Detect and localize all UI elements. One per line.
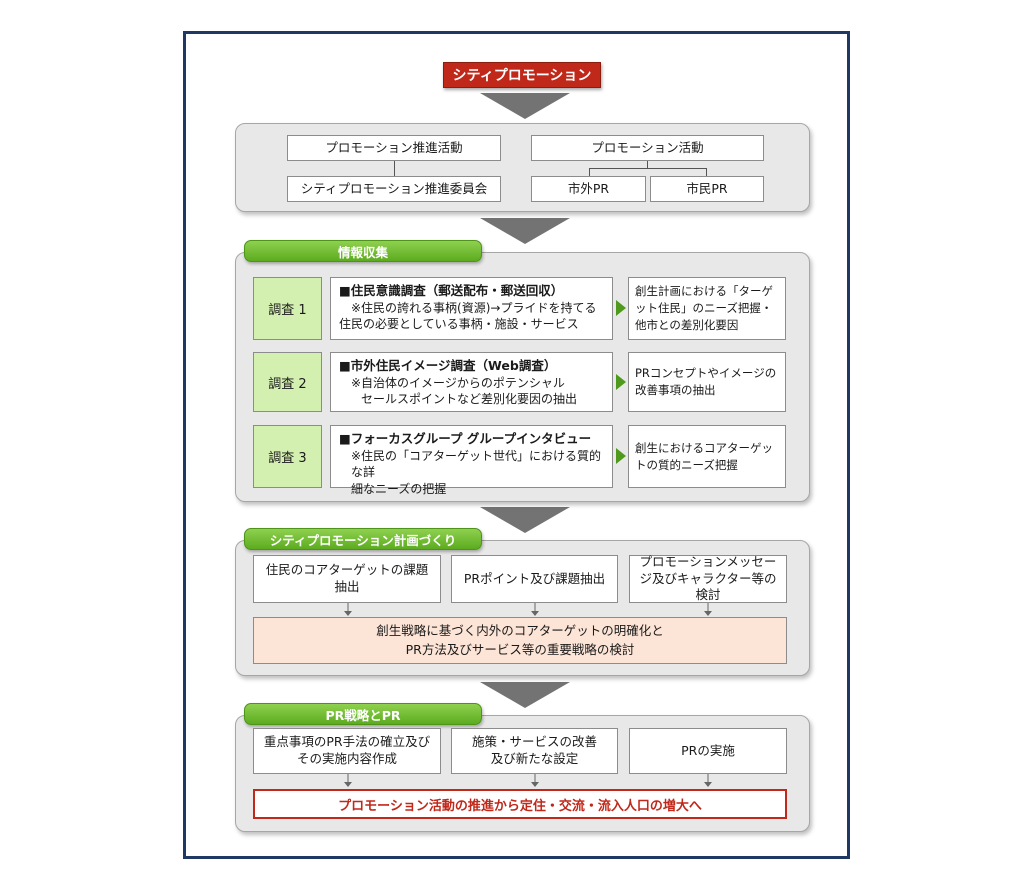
survey-3-result: 創生におけるコアターゲットの質的ニーズ把握 [628,425,786,488]
survey-3-description: ■フォーカスグループ グループインタビュー ※住民の「コアターゲット世代」におけ… [330,425,613,496]
small-down-arrow [344,603,352,616]
plan-summary-line-1: 創生戦略に基づく内外のコアターゲットの明確化と [376,623,664,639]
survey-1-note-2: 住民の必要としている事柄・施設・サービス [339,317,579,332]
small-down-arrow [344,774,352,787]
final-goal-bar: プロモーション活動の推進から定住・交流・流入人口の増大へ [253,789,787,819]
external-pr-box: 市外PR [531,176,646,202]
pr-box-3: PRの実施 [629,728,787,774]
down-arrow-1 [480,93,570,119]
survey-3-heading: ■フォーカスグループ グループインタビュー [339,431,592,446]
pr-box-1: 重点事項のPR手法の確立及びその実施内容作成 [253,728,441,774]
connector-line [589,168,590,176]
survey-2-note-2: セールスポイントなど差別化要因の抽出 [361,392,578,407]
down-arrow-4 [480,682,570,708]
survey-3-note-2: 細なニーズの把握 [351,482,447,497]
promotion-drive-box: プロモーション推進活動 [287,135,501,161]
stage4-tab: PR戦略とPR [244,703,482,725]
resident-pr-box: 市民PR [650,176,764,202]
survey-1-heading: ■住民意識調査（郵送配布・郵送回収） [339,283,564,298]
connector-line [706,168,707,176]
survey-2-note-1: ※自治体のイメージからのポテンシャル [351,375,565,390]
right-arrow-1 [616,300,626,316]
survey-2-result: PRコンセプトやイメージの改善事項の抽出 [628,352,786,412]
survey-1-result: 創生計画における「ターゲット住民」のニーズ把握・他市との差別化要因 [628,277,786,340]
right-arrow-3 [616,448,626,464]
stage3-tab: シティプロモーション計画づくり [244,528,482,550]
small-down-arrow [531,774,539,787]
small-down-arrow [704,603,712,616]
small-down-arrow [704,774,712,787]
plan-box-3: プロモーションメッセージ及びキャラクター等の検討 [629,554,787,603]
survey-1-label: 調査 1 [253,277,322,340]
survey-1-note-1: ※住民の誇れる事柄(資源)→プライドを持てる [351,300,597,315]
connector-line [647,161,648,168]
survey-2-label: 調査 2 [253,352,322,412]
small-down-arrow [531,603,539,616]
connector-line [589,168,707,169]
right-arrow-2 [616,374,626,390]
down-arrow-3 [480,507,570,533]
connector-line [394,161,395,176]
promotion-committee-box: シティプロモーション推進委員会 [287,176,501,202]
promotion-activity-box: プロモーション活動 [531,135,764,161]
survey-2-heading: ■市外住民イメージ調査（Web調査） [339,358,557,373]
plan-summary-box: 創生戦略に基づく内外のコアターゲットの明確化と PR方法及びサービス等の重要戦略… [253,617,787,664]
survey-3-note-1: ※住民の「コアターゲット世代」における質的な詳 [351,448,602,480]
plan-box-2: PRポイント及び課題抽出 [451,555,618,603]
diagram-title: シティプロモーション [443,62,601,88]
survey-2-description: ■市外住民イメージ調査（Web調査） ※自治体のイメージからのポテンシャル セー… [330,352,613,412]
survey-1-description: ■住民意識調査（郵送配布・郵送回収） ※住民の誇れる事柄(資源)→プライドを持て… [330,277,613,340]
plan-summary-line-2: PR方法及びサービス等の重要戦略の検討 [405,641,635,657]
survey-3-label: 調査 3 [253,425,322,488]
plan-box-1: 住民のコアターゲットの課題抽出 [253,555,441,603]
stage2-tab: 情報収集 [244,240,482,262]
down-arrow-2 [480,218,570,244]
pr-box-2: 施策・サービスの改善及び新たな設定 [451,728,618,774]
